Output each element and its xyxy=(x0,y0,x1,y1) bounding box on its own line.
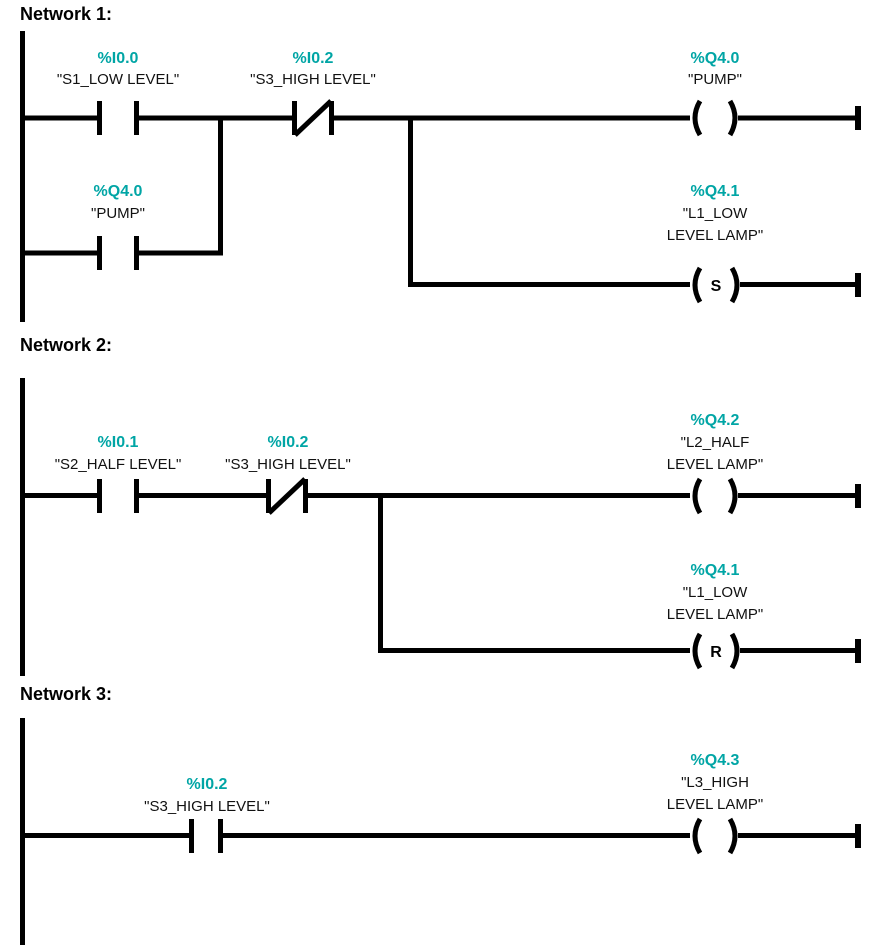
network-1-title: Network 1: xyxy=(20,4,112,24)
network-1-contact-i02[interactable]: %I0.2 "S3_HIGH LEVEL" xyxy=(250,50,376,137)
network-3-coil-q43-arc-right xyxy=(727,817,738,855)
network-2-coil-q41-reset-arc-right xyxy=(729,632,740,670)
network-3-title: Network 3: xyxy=(20,684,112,704)
network-2-coil-q41-reset-address: %Q4.1 xyxy=(691,562,740,579)
network-3-contact-i02[interactable]: %I0.2 "S3_HIGH LEVEL" xyxy=(144,776,270,853)
network-2-coil-q42-arc-right xyxy=(727,477,738,515)
network-2-contact-i01[interactable]: %I0.1 "S2_HALF LEVEL" xyxy=(55,434,182,513)
network-3-coil-q43-address: %Q4.3 xyxy=(691,752,740,769)
network-2-contact-i02-address: %I0.2 xyxy=(268,434,309,451)
network-2-coil-q41-reset-letter: R xyxy=(710,644,722,661)
network-1-coil-q40-symbol: "PUMP" xyxy=(688,71,742,88)
network-2-title: Network 2: xyxy=(20,335,112,355)
network-2-coil-q42-address: %Q4.2 xyxy=(691,412,740,429)
network-1-coil-q40[interactable]: %Q4.0 "PUMP" xyxy=(688,50,742,137)
network-1-contact-i02-symbol: "S3_HIGH LEVEL" xyxy=(250,71,376,88)
network-3-contact-i02-symbol: "S3_HIGH LEVEL" xyxy=(144,798,270,815)
network-3-coil-q43[interactable]: %Q4.3 "L3_HIGH LEVEL LAMP" xyxy=(667,752,763,855)
network-1-contact-i02-slash xyxy=(293,99,333,137)
network-1-coil-q41-set-arc-left xyxy=(692,266,703,304)
network-2-coil-q41-reset-arc-left xyxy=(692,632,703,670)
network-1-coil-q40-arc-left xyxy=(692,99,703,137)
network-2-coil-q42-arc-left xyxy=(692,477,703,515)
network-3-coil-q43-arc-left xyxy=(692,817,703,855)
network-2-coil-q42[interactable]: %Q4.2 "L2_HALF LEVEL LAMP" xyxy=(667,412,763,515)
network-3-contact-i02-address: %I0.2 xyxy=(187,776,228,793)
network-2-coil-q42-symbol-line2: LEVEL LAMP" xyxy=(667,456,763,473)
network-1-coil-q41-set-letter: S xyxy=(711,278,722,295)
network-2-coil-q41-reset-symbol-line1: "L1_LOW xyxy=(683,584,748,601)
network-2-coil-q41-reset-symbol-line2: LEVEL LAMP" xyxy=(667,606,763,623)
network-1-coil-q41-set-symbol-line1: "L1_LOW xyxy=(683,205,748,222)
network-2-contact-i01-symbol: "S2_HALF LEVEL" xyxy=(55,456,182,473)
network-1-contact-i02-address: %I0.2 xyxy=(293,50,334,67)
network-2-contact-i02-slash xyxy=(267,477,307,515)
network-1-coil-q40-arc-right xyxy=(727,99,738,137)
network-1-contact-i00-symbol: "S1_LOW LEVEL" xyxy=(57,71,179,88)
network-1-coil-q40-address: %Q4.0 xyxy=(691,50,740,67)
network-1-contact-i00-address: %I0.0 xyxy=(98,50,139,67)
network-2-contact-i02-symbol: "S3_HIGH LEVEL" xyxy=(225,456,351,473)
network-1-coil-q41-set-arc-right xyxy=(729,266,740,304)
network-1-coil-q41-set[interactable]: %Q4.1 "L1_LOW LEVEL LAMP" S xyxy=(667,183,763,304)
network-2-coil-q42-symbol-line1: "L2_HALF xyxy=(681,434,750,451)
network-2-contact-i01-address: %I0.1 xyxy=(98,434,139,451)
network-3-coil-q43-symbol-line1: "L3_HIGH xyxy=(681,774,749,791)
network-3-coil-q43-symbol-line2: LEVEL LAMP" xyxy=(667,796,763,813)
network-1-coil-q41-set-address: %Q4.1 xyxy=(691,183,740,200)
network-2-contact-i02[interactable]: %I0.2 "S3_HIGH LEVEL" xyxy=(225,434,351,515)
network-2-coil-q41-reset[interactable]: %Q4.1 "L1_LOW LEVEL LAMP" R xyxy=(667,562,763,670)
network-1-contact-q40-address: %Q4.0 xyxy=(94,183,143,200)
network-1-contact-i00[interactable]: %I0.0 "S1_LOW LEVEL" xyxy=(57,50,179,135)
network-1-contact-q40-symbol: "PUMP" xyxy=(91,205,145,222)
network-1-contact-q40[interactable]: %Q4.0 "PUMP" xyxy=(91,183,145,270)
network-1-coil-q41-set-symbol-line2: LEVEL LAMP" xyxy=(667,227,763,244)
